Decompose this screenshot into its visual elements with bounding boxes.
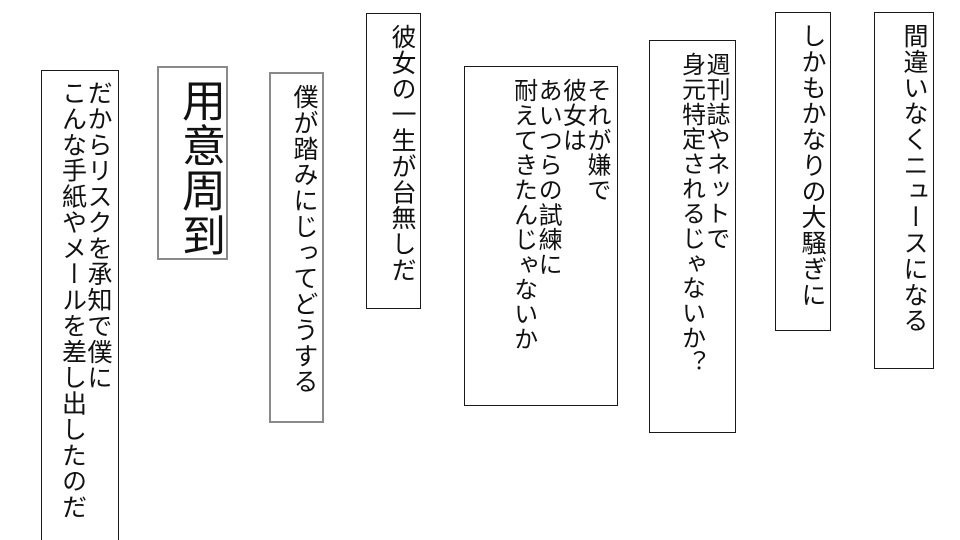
panel-text-column: あいつらの試練に (534, 78, 563, 277)
panel-text-column: しかもかなりの大騒ぎに (798, 23, 827, 308)
panel-text-column: 週刊誌やネットで (702, 52, 730, 251)
speech-panel-shikamo-kanari: しかもかなりの大騒ぎに (775, 12, 831, 331)
panel-text-column: 彼女の一生が台無しだ (388, 24, 417, 283)
panel-text-column: 僕が踏みにじってどうする (290, 84, 319, 395)
panel-text-column: 用意周到 (174, 78, 225, 258)
panel-text-column: 身元特定されるじゃないか？ (677, 52, 706, 375)
speech-panel-shuukanshi-ya-netto: 週刊誌やネットで 身元特定されるじゃないか？ (649, 40, 736, 433)
speech-panel-kanojo-no-issho: 彼女の一生が台無しだ (366, 13, 421, 309)
speech-panel-machigai-naku-news: 間違いなくニュースになる (874, 12, 934, 369)
speech-panel-sore-ga-iya-de: それが嫌で 彼女は あいつらの試練に 耐えてきたんじゃないか (464, 66, 618, 406)
speech-panel-youishuutou: 用意周到 (157, 66, 228, 260)
speech-panel-boku-ga-fumi: 僕が踏みにじってどうする (269, 72, 324, 423)
panel-text-column: それが嫌で (583, 78, 611, 203)
panel-text-column: 耐えてきたんじゃないか (509, 78, 538, 352)
panel-text-column: 間違いなくニュースになる (900, 23, 929, 334)
panel-text-column: だからリスクを承知で僕に (84, 80, 113, 391)
panel-text-column: 彼女は (558, 78, 587, 153)
panel-text-column: こんな手紙やメールを差し出したのだ (58, 80, 88, 520)
speech-panel-dakara-risuku: だからリスクを承知で僕に こんな手紙やメールを差し出したのだ (41, 70, 119, 540)
